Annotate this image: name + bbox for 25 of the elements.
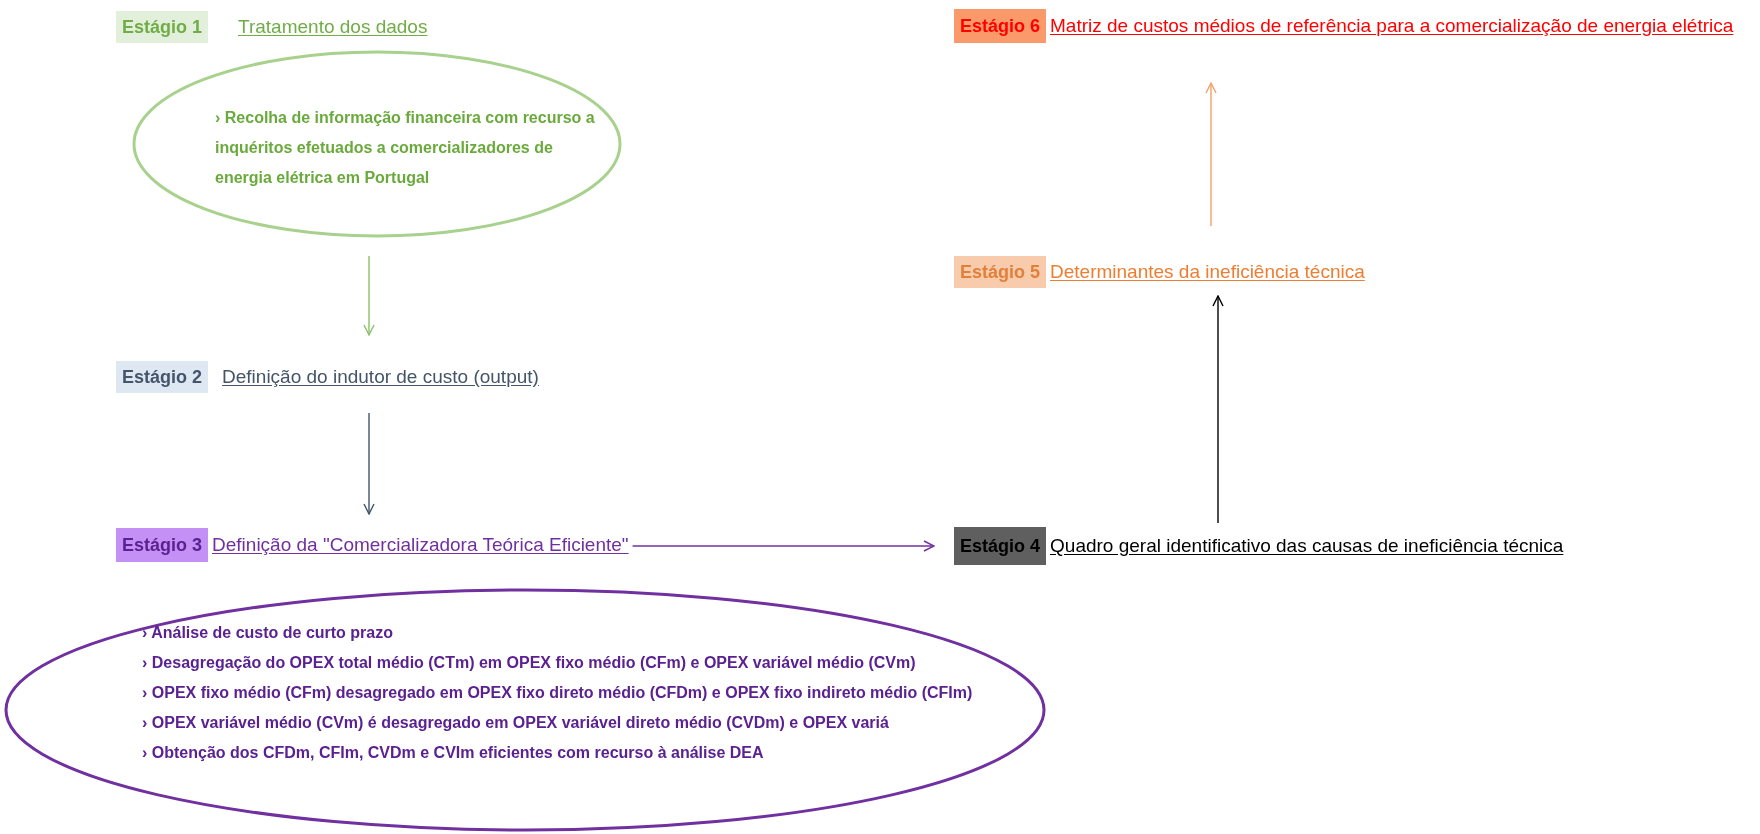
ellipse-text: › Recolha de informação financeira com recurso a inquéritos efetuados a comercializadores de energia elétrica em Portugal — [215, 108, 596, 188]
bullet-text: › Análise de custo de curto prazo — [142, 623, 394, 643]
stage-title: Determinantes da ineficiência técnica — [1050, 259, 1365, 284]
stage-badge: Estágio 2 — [116, 361, 209, 393]
arrow — [363, 412, 375, 515]
arrow — [1212, 295, 1224, 524]
bullet-text: › Obtenção dos CFDm, CFIm, CVDm e CVIm eficientes com recurso à análise DEA — [142, 743, 765, 763]
bullet-text: › OPEX fixo médio (CFm) desagregado em OPEX fixo direto médio (CFDm) e OPEX fixo indireto médio (CFIm) — [142, 683, 973, 703]
ellipse — [132, 50, 622, 238]
arrow — [631, 540, 935, 552]
bullet-text: › Desagregação do OPEX total médio (CTm) em OPEX fixo médio (CFm) e OPEX variável médio (CVm) — [142, 653, 917, 673]
stage-title: Tratamento dos dados — [238, 14, 428, 39]
bullet-text: › OPEX variável médio (CVm) é desagregado em OPEX variável direto médio (CVDm) e OPEX variá — [142, 713, 890, 733]
stage-badge: Estágio 1 — [116, 11, 209, 43]
stage-title: Definição do indutor de custo (output) — [222, 364, 539, 389]
stage-badge: Estágio 5 — [954, 256, 1047, 288]
stage-badge: Estágio 3 — [116, 528, 209, 562]
stage-badge: Estágio 4 — [954, 527, 1047, 565]
ellipse — [4, 588, 1046, 832]
stage-title: Quadro geral identificativo das causas de ineficiência técnica — [1050, 533, 1564, 558]
stage-title: Definição da "Comercializadora Teórica Eficiente" — [212, 532, 629, 557]
arrow — [363, 255, 375, 336]
stage-badge: Estágio 6 — [954, 9, 1047, 43]
arrow — [1205, 82, 1217, 227]
stage-title: Matriz de custos médios de referência para a comercialização de energia elétrica — [1050, 13, 1734, 38]
